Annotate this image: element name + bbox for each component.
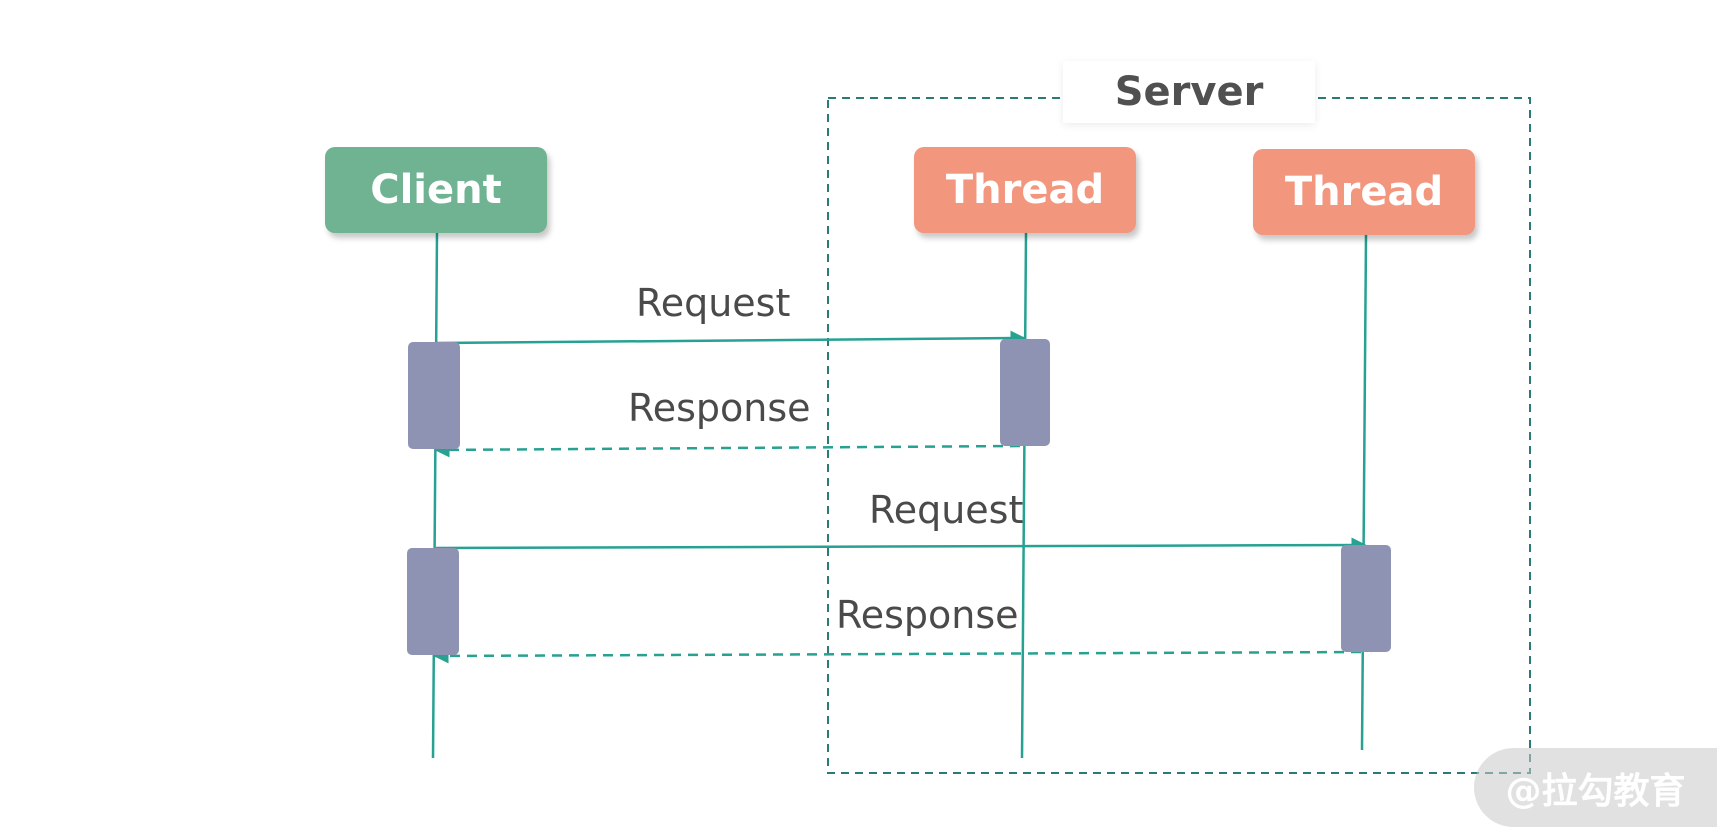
thread2-lifeline [1360,234,1368,751]
response-arrow-2 [433,648,1362,664]
request-label-2: Request [869,488,1024,532]
thread2-activation [1341,545,1391,652]
client-activation-1 [408,342,460,449]
thread-actor-2: Thread [1253,149,1475,235]
client-lifeline [431,232,439,759]
request-arrow-2 [435,537,1367,553]
request-label-1: Request [636,281,791,325]
server-label: Server [1063,61,1315,123]
response-label-1: Response [628,386,811,430]
thread1-lifeline [1020,232,1028,759]
thread-actor-1: Thread [914,147,1136,233]
client-actor: Client [325,147,547,233]
client-activation-2 [407,548,459,655]
watermark: @拉勾教育 [1474,748,1717,827]
thread1-activation [1000,339,1050,446]
response-arrow-1 [434,442,1021,458]
request-arrow-1 [436,330,1026,346]
response-label-2: Response [836,593,1019,637]
